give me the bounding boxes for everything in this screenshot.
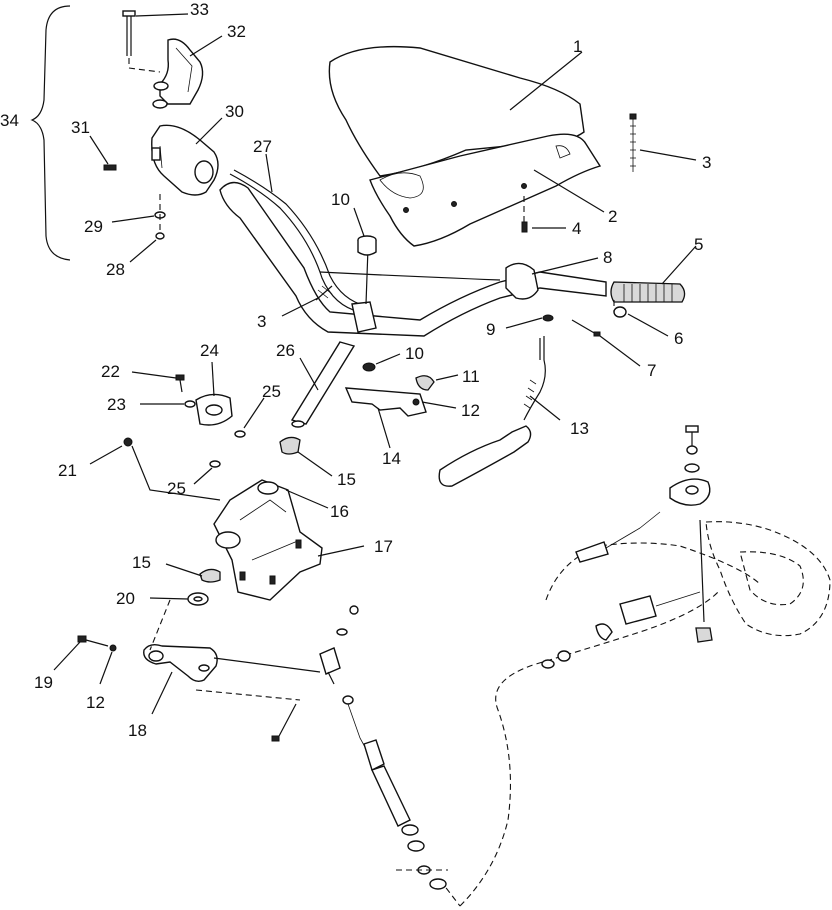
washer-25-left xyxy=(209,460,221,468)
screw-4 xyxy=(521,196,528,233)
callout-16: 16 xyxy=(330,502,349,521)
callout-10: 10 xyxy=(405,344,424,363)
washer-23 xyxy=(184,400,196,408)
knob-10 xyxy=(357,235,377,256)
bushing-15-upper xyxy=(279,436,301,455)
bushing-15-lower xyxy=(199,568,221,583)
washer-25-right xyxy=(234,430,246,438)
callout-28: 28 xyxy=(106,260,125,279)
callout-3: 3 xyxy=(702,153,711,172)
callout-15: 15 xyxy=(337,470,356,489)
switch-housing-30 xyxy=(151,124,219,196)
leader-lines xyxy=(53,13,697,715)
callout-10: 10 xyxy=(331,190,350,209)
callout-27: 27 xyxy=(253,137,272,156)
callout-33: 33 xyxy=(190,0,209,19)
callout-6: 6 xyxy=(674,329,683,348)
nut-28 xyxy=(155,232,165,240)
callout-24: 24 xyxy=(200,341,219,360)
callout-25: 25 xyxy=(262,382,281,401)
callout-14: 14 xyxy=(382,449,401,468)
washer-12-right xyxy=(412,398,420,406)
callout-26: 26 xyxy=(276,341,295,360)
nut-10 xyxy=(362,362,376,372)
callout-29: 29 xyxy=(84,217,103,236)
callout-34: 34 xyxy=(0,111,19,130)
bracket-14 xyxy=(344,387,427,417)
handlebar xyxy=(219,169,607,337)
callout-17: 17 xyxy=(374,537,393,556)
callout-21: 21 xyxy=(58,461,77,480)
screw-3-right xyxy=(629,113,637,172)
tie-rod-center xyxy=(319,605,461,907)
callout-15: 15 xyxy=(132,553,151,572)
callout-labels: 1 2 3 3 4 5 6 7 8 9 10 10 11 12 12 13 14… xyxy=(0,0,711,740)
bolt-33 xyxy=(122,10,161,73)
callout-30: 30 xyxy=(225,102,244,121)
callout-19: 19 xyxy=(34,673,53,692)
callout-11: 11 xyxy=(462,367,480,386)
callout-18: 18 xyxy=(128,721,147,740)
callout-22: 22 xyxy=(101,362,120,381)
callout-12: 12 xyxy=(86,693,105,712)
callout-32: 32 xyxy=(227,22,246,41)
callout-23: 23 xyxy=(107,395,126,414)
bolt-22 xyxy=(175,374,185,393)
screw-7 xyxy=(571,319,601,337)
cap-11 xyxy=(415,375,435,391)
screw-31 xyxy=(103,164,117,171)
pitman-arm-18 xyxy=(143,599,321,683)
steering-post-26 xyxy=(290,341,356,428)
flange-24 xyxy=(195,393,233,426)
callout-13: 13 xyxy=(570,419,589,438)
callout-3: 3 xyxy=(257,312,266,331)
callout-4: 4 xyxy=(572,219,581,238)
grip-5 xyxy=(610,281,686,303)
nut-9 xyxy=(542,314,554,322)
callout-31: 31 xyxy=(71,118,90,137)
callout-2: 2 xyxy=(608,207,617,226)
support-bracket-17 xyxy=(213,479,323,601)
callout-9: 9 xyxy=(486,320,495,339)
screw-3-left xyxy=(315,285,333,301)
callout-5: 5 xyxy=(694,235,703,254)
handlebar-clamp xyxy=(351,247,377,333)
washer-20 xyxy=(187,592,209,606)
tie-rod-right xyxy=(459,425,831,907)
callout-8: 8 xyxy=(603,248,612,267)
bracket-32 xyxy=(152,38,204,109)
callout-7: 7 xyxy=(647,361,656,380)
washer-12-left xyxy=(109,644,117,652)
callout-20: 20 xyxy=(116,589,135,608)
callout-25: 25 xyxy=(167,479,186,498)
throttle-housing-8 xyxy=(505,262,539,300)
callout-12: 12 xyxy=(461,401,480,420)
nut-21 xyxy=(123,437,221,501)
bolt-19 xyxy=(77,635,109,647)
group-brace xyxy=(30,5,71,261)
plug-6 xyxy=(613,300,627,318)
bolt-18-lower xyxy=(195,689,301,742)
lanyard-13 xyxy=(438,336,546,487)
callout-1: 1 xyxy=(573,37,582,56)
